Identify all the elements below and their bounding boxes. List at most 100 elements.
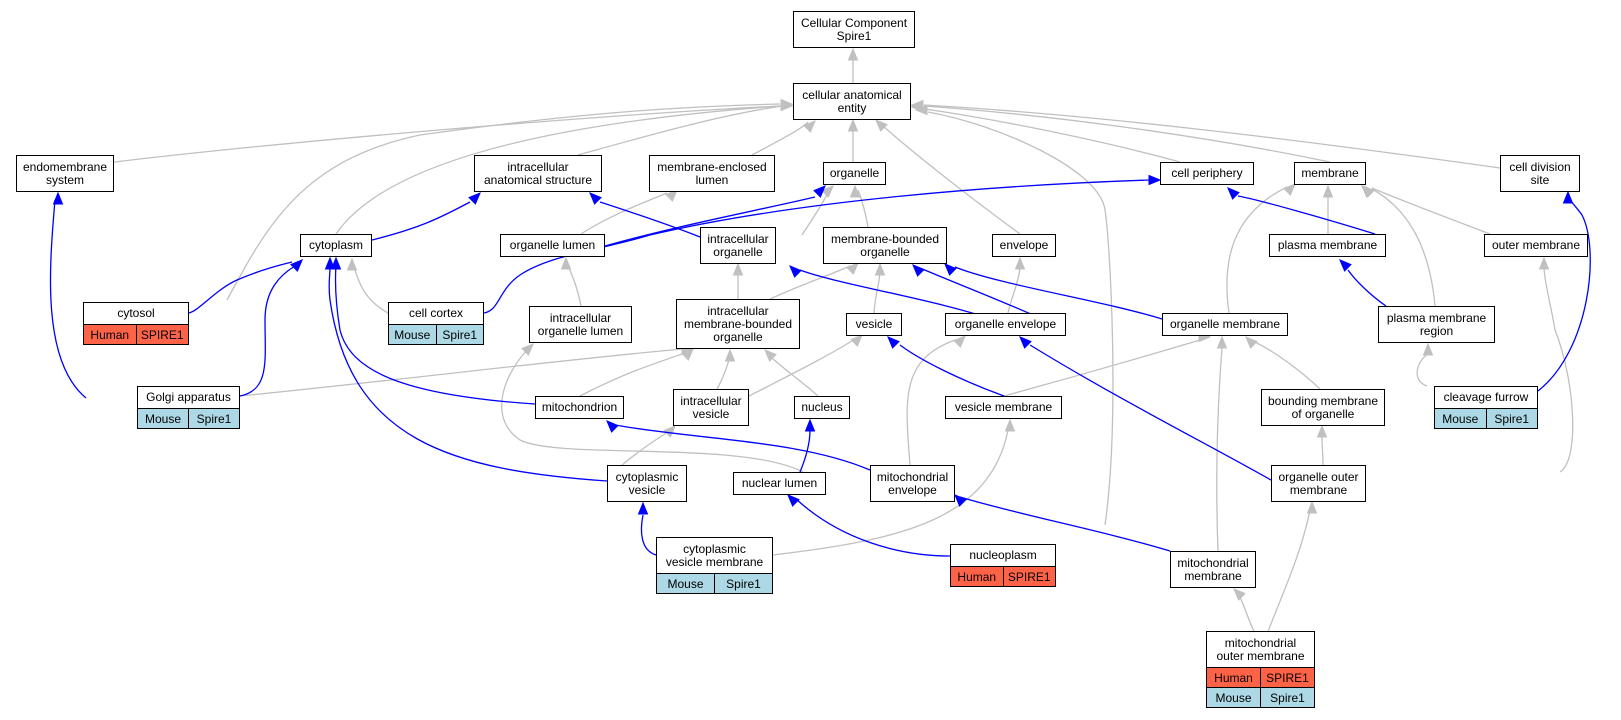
node-nuclear-lumen[interactable]: nuclear lumen [733, 472, 826, 495]
annotation-mitochondrial-outer-membrane-human: Human SPIRE1 [1206, 668, 1315, 688]
edge-arrowhead [521, 343, 534, 356]
edge-arrowhead [1233, 588, 1246, 601]
part-of-edge [899, 344, 1005, 397]
is-a-edge [906, 339, 956, 466]
part-of-edge [1347, 269, 1387, 307]
species-label: Human [84, 325, 136, 344]
node-mitochondrial-outer-membrane[interactable]: mitochondrial outer membrane [1206, 631, 1315, 668]
annotation-cell-cortex-mouse: Mouse Spire1 [388, 325, 484, 345]
edge-arrowhead [468, 192, 481, 205]
annotation-cytoplasmic-vesicle-membrane-mouse: Mouse Spire1 [656, 574, 773, 594]
edge-arrowhead [821, 185, 834, 198]
is-a-edge [1371, 187, 1491, 235]
edge-arrowhead [346, 257, 358, 271]
is-a-edge [748, 338, 856, 397]
node-organelle-lumen[interactable]: organelle lumen [500, 234, 605, 257]
node-cytoplasmic-vesicle[interactable]: cytoplasmic vesicle [607, 465, 687, 502]
node-intracellular-membrane-bounded-organelle[interactable]: intracellular membrane-bounded organelle [676, 299, 800, 349]
is-a-edge [1003, 339, 1201, 397]
node-intracellular-organelle-lumen[interactable]: intracellular organelle lumen [529, 306, 632, 343]
part-of-edge [334, 264, 536, 405]
is-a-edge [751, 121, 809, 156]
node-cell-cortex[interactable]: cell cortex [388, 302, 484, 325]
node-intracellular-vesicle[interactable]: intracellular vesicle [673, 389, 749, 426]
node-bounding-membrane-of-organelle[interactable]: bounding membrane of organelle [1261, 389, 1385, 426]
gene-label: Spire1 [188, 409, 239, 428]
edge-arrowhead [1538, 256, 1550, 270]
node-membrane[interactable]: membrane [1294, 162, 1366, 185]
node-intracellular-anatomical-structure[interactable]: intracellular anatomical structure [474, 155, 602, 192]
node-cytosol[interactable]: cytosol [83, 302, 189, 325]
edge-arrowhead [953, 335, 966, 348]
node-cytoplasm[interactable]: cytoplasm [300, 234, 372, 257]
node-intracellular-organelle[interactable]: intracellular organelle [700, 227, 776, 264]
node-envelope[interactable]: envelope [992, 234, 1056, 257]
edge-arrowhead [912, 264, 925, 277]
species-label: Human [1207, 668, 1260, 687]
edge-arrowhead [637, 501, 649, 515]
edge-arrowhead [1227, 187, 1240, 200]
part-of-edge [483, 179, 1151, 314]
gene-label: SPIRE1 [1260, 668, 1314, 687]
edge-arrowhead [1283, 183, 1296, 196]
is-a-edge [772, 429, 1009, 556]
node-nucleus[interactable]: nucleus [794, 396, 850, 419]
is-a-edge [580, 192, 668, 235]
node-nucleoplasm[interactable]: nucleoplasm [950, 544, 1056, 567]
species-label: Mouse [1435, 409, 1486, 428]
is-a-edge [927, 111, 1114, 526]
edge-arrowhead [663, 425, 676, 438]
node-organelle-outer-membrane[interactable]: organelle outer membrane [1271, 465, 1366, 502]
node-cell-periphery[interactable]: cell periphery [1160, 162, 1254, 185]
node-cellular-anatomical-entity[interactable]: cellular anatomical entity [793, 83, 911, 120]
node-plasma-membrane[interactable]: plasma membrane [1269, 234, 1386, 257]
node-cytoplasmic-vesicle-membrane[interactable]: cytoplasmic vesicle membrane [656, 537, 773, 574]
edge-arrowhead [606, 420, 619, 433]
node-membrane-enclosed-lumen[interactable]: membrane-enclosed lumen [649, 155, 775, 192]
is-a-edge [1216, 347, 1223, 552]
node-plasma-membrane-region[interactable]: plasma membrane region [1378, 306, 1495, 343]
node-mitochondrion[interactable]: mitochondrion [535, 396, 624, 419]
edge-arrowhead [846, 262, 859, 275]
edge-arrowhead [847, 118, 859, 132]
edge-arrowhead [1148, 174, 1162, 186]
node-cleavage-furrow[interactable]: cleavage furrow [1434, 386, 1538, 409]
node-organelle[interactable]: organelle [823, 162, 886, 185]
node-membrane-bounded-organelle[interactable]: membrane-bounded organelle [823, 227, 947, 264]
node-golgi-apparatus[interactable]: Golgi apparatus [137, 386, 240, 409]
gene-label: SPIRE1 [135, 325, 188, 344]
node-organelle-envelope[interactable]: organelle envelope [945, 313, 1066, 336]
is-a-edge [579, 352, 686, 397]
part-of-edge [799, 429, 811, 473]
is-a-edge [1416, 353, 1429, 387]
node-vesicle[interactable]: vesicle [846, 313, 902, 336]
node-cell-division-site[interactable]: cell division site [1500, 155, 1580, 192]
is-a-edge [354, 269, 389, 314]
node-outer-membrane[interactable]: outer membrane [1484, 234, 1588, 257]
part-of-edge [794, 497, 951, 557]
edge-arrowhead [1245, 336, 1258, 349]
node-organelle-membrane[interactable]: organelle membrane [1162, 313, 1288, 336]
part-of-edge [371, 201, 471, 241]
edge-arrowhead [875, 119, 888, 132]
edge-arrowhead [1306, 500, 1318, 514]
edge-arrowhead [803, 120, 816, 133]
annotation-mitochondrial-outer-membrane-mouse: Mouse Spire1 [1206, 688, 1315, 708]
part-of-edge [1237, 195, 1376, 235]
edge-arrowhead [1422, 342, 1434, 356]
is-a-edge [1007, 267, 1021, 314]
gene-label: SPIRE1 [1002, 567, 1055, 586]
node-mitochondrial-envelope[interactable]: mitochondrial envelope [870, 465, 955, 502]
node-mitochondrial-membrane[interactable]: mitochondrial membrane [1170, 551, 1256, 588]
is-a-edge [873, 269, 881, 314]
species-label: Mouse [657, 574, 714, 593]
edge-arrowhead [589, 192, 602, 205]
node-vesicle-membrane[interactable]: vesicle membrane [945, 396, 1062, 419]
is-a-edge [113, 105, 781, 163]
annotation-cytosol-human: Human SPIRE1 [83, 325, 189, 345]
node-root[interactable]: Cellular Component Spire1 [793, 11, 915, 48]
is-a-edge [924, 108, 1181, 163]
node-endomembrane-system[interactable]: endomembrane system [16, 155, 114, 192]
edge-arrowhead [847, 47, 859, 61]
